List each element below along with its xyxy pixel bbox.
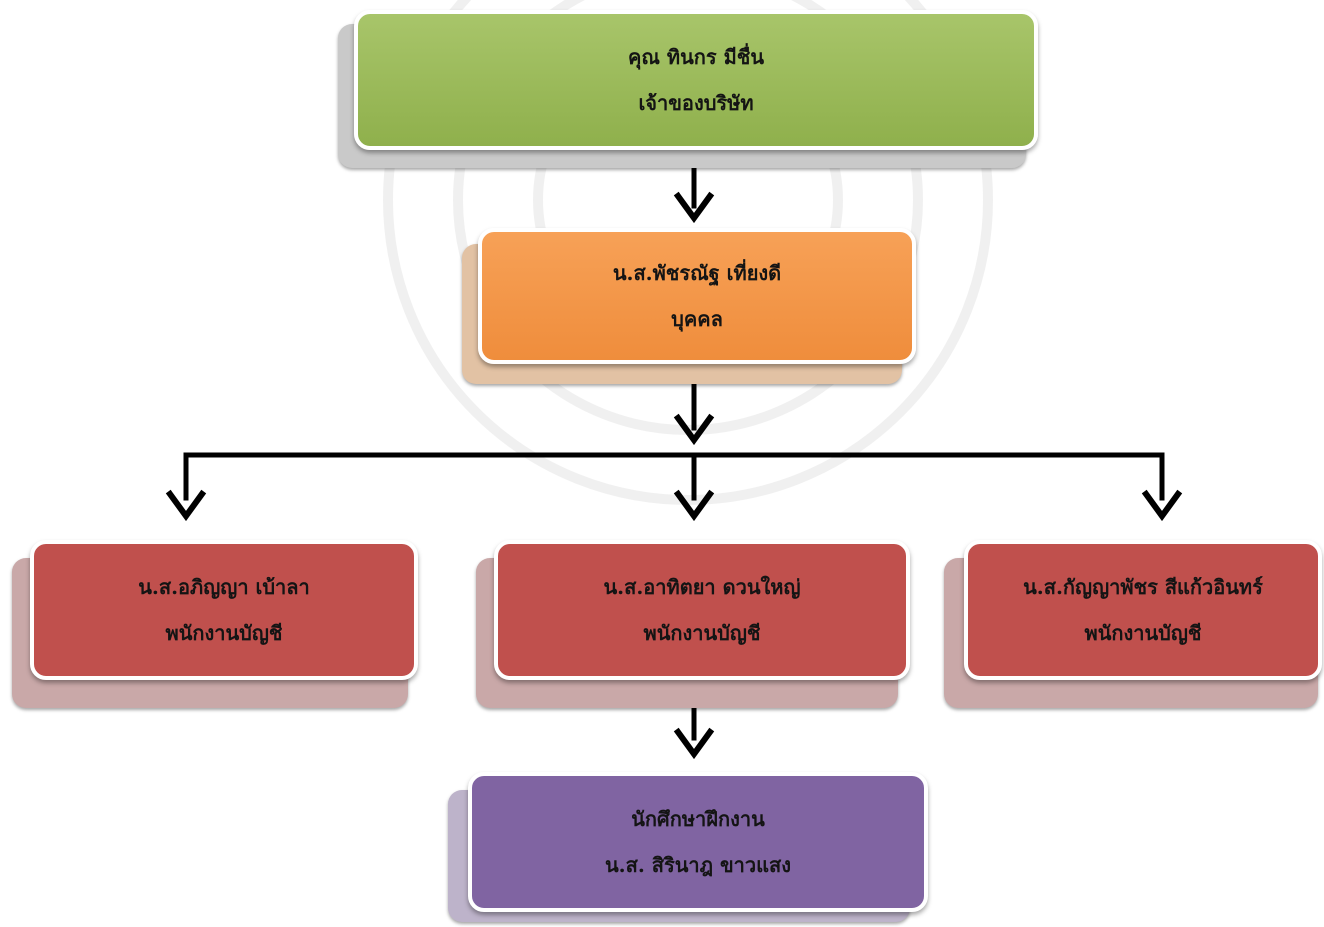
acc2-name: น.ส.อาทิตยา ดวนใหญ่ (603, 575, 801, 599)
owner-role: เจ้าของบริษัท (638, 91, 754, 115)
arrow-to-acc1 (165, 489, 207, 522)
arrow-to-branch (673, 413, 715, 446)
intern-name: น.ส. สิรินาฎ ขาวแสง (604, 853, 791, 877)
hr-role: บุคคล (671, 307, 723, 331)
hr-name: น.ส.พัชรณัฐ เที่ยงดี (612, 261, 782, 285)
acc3-role: พนักงานบัญชี (1084, 621, 1202, 645)
arrow-to-hr (673, 191, 715, 224)
intern-role: นักศึกษาฝึกงาน (631, 807, 765, 831)
acc1-role: พนักงานบัญชี (165, 621, 283, 645)
acc3-name: น.ส.กัญญาพัชร สีแก้วอินทร์ (1023, 575, 1263, 599)
arrow-to-acc2 (673, 489, 715, 522)
arrow-to-intern (673, 727, 715, 760)
owner-name: คุณ ทินกร มีชื่น (628, 45, 764, 69)
acc2-role: พนักงานบัญชี (643, 621, 761, 645)
acc1-name: น.ส.อภิญญา เบ้าลา (138, 575, 310, 599)
arrow-to-acc3 (1141, 489, 1183, 522)
